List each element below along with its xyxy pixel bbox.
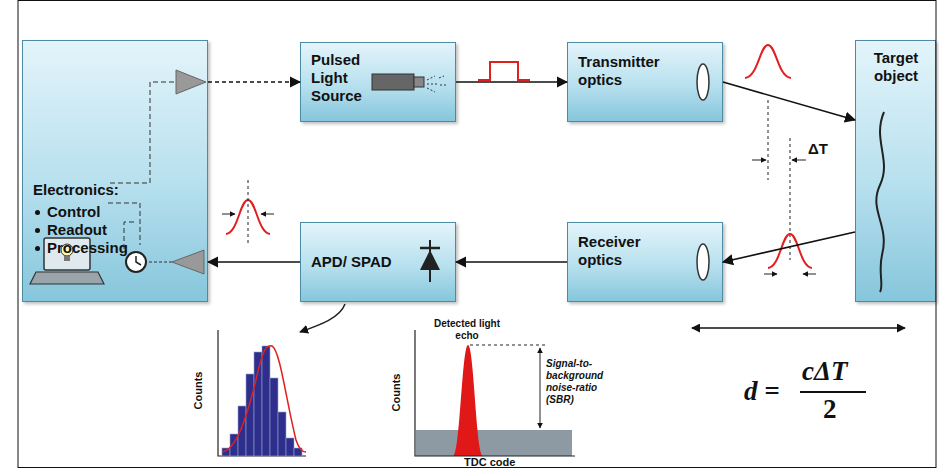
histogram-bar [262, 346, 270, 456]
reference-line [248, 180, 249, 245]
box-label: Pulsed Light Source [311, 51, 373, 105]
amplifier-symbol [172, 250, 204, 274]
diode-symbol [420, 240, 440, 282]
square-pulse [478, 62, 530, 80]
distance-arrow [692, 327, 905, 329]
gaussian-fit [222, 346, 306, 452]
signal-arrow [723, 232, 855, 262]
text-group: Receiver optics [578, 233, 678, 269]
width-arrow [222, 214, 235, 215]
gaussian-pulse [745, 45, 791, 78]
histogram-bar [278, 412, 286, 456]
list-item: Control [33, 203, 163, 221]
sbr-label: Signal-to-background noise-ratio (SBR) [546, 358, 626, 406]
box-label: APD/ SPAD [311, 253, 421, 271]
target-surface [876, 112, 884, 292]
histogram-bar [238, 406, 246, 456]
width-arrow [764, 274, 777, 275]
processing-line [124, 222, 134, 250]
delta-arrow [752, 160, 766, 161]
formula-text: cΔT [802, 356, 847, 387]
box-label: Electronics: [33, 181, 163, 199]
list-item: Processing [33, 239, 163, 257]
axis-label: TDC code [464, 456, 515, 469]
fraction-bar [800, 391, 866, 393]
delta-t-label: ΔT [808, 140, 828, 157]
signal-arrow [723, 82, 855, 120]
formula-text: 2 [823, 394, 837, 425]
amplifier-symbol [176, 70, 206, 94]
histogram-bar [246, 374, 254, 456]
control-line [110, 82, 176, 183]
reference-line [790, 138, 791, 260]
box-label: Target object [862, 49, 930, 85]
text-group: APD/ SPAD [311, 253, 421, 271]
signal-arrow [456, 261, 567, 263]
histogram [218, 330, 306, 456]
text-group: Electronics: ControlReadoutProcessing [33, 181, 163, 257]
histogram-bar [270, 378, 278, 456]
reference-line [768, 100, 769, 180]
width-arrow [261, 214, 274, 215]
peak-label: Detected light echo [428, 318, 506, 342]
text-group: Pulsed Light Source [311, 51, 373, 105]
clock-icon [126, 252, 146, 272]
formula-text: d = [744, 376, 780, 407]
list-item: Readout [33, 221, 163, 239]
signal-arrow [208, 81, 300, 83]
box-label: Transmitter optics [578, 53, 678, 89]
lens-symbol [697, 64, 709, 100]
lens-symbol [697, 244, 709, 280]
histogram-bar [286, 438, 294, 456]
axis-label: Counts [192, 372, 205, 410]
histogram-bar [254, 352, 262, 456]
laser-icon [372, 74, 446, 92]
frame [18, 1, 936, 468]
target-box: Target object [855, 40, 936, 302]
pointer-arrow [300, 304, 345, 332]
text-group: Target object [862, 49, 930, 85]
text-group: Transmitter optics [578, 53, 678, 89]
box-label: Receiver optics [578, 233, 678, 269]
signal-arrow [456, 81, 567, 83]
delta-arrow [792, 160, 806, 161]
signal-arrow [208, 261, 300, 263]
laptop-icon [30, 238, 104, 284]
readout-line [148, 262, 172, 263]
width-arrow [803, 274, 816, 275]
axis-label: Counts [390, 374, 403, 412]
